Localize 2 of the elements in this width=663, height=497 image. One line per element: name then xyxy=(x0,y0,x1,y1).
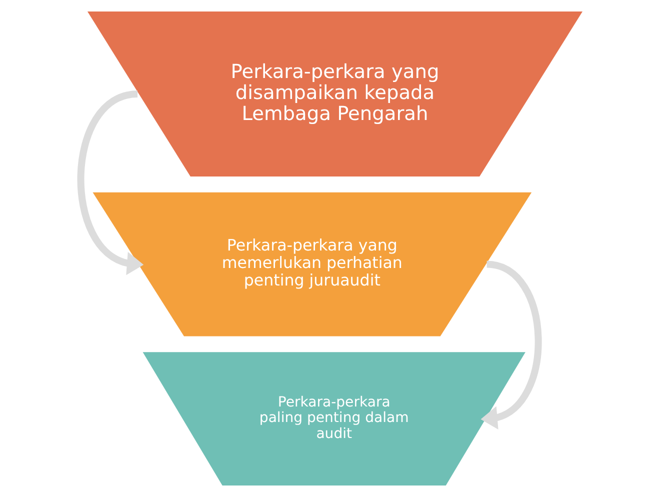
arrow xyxy=(77,90,144,276)
arrow xyxy=(480,260,542,430)
